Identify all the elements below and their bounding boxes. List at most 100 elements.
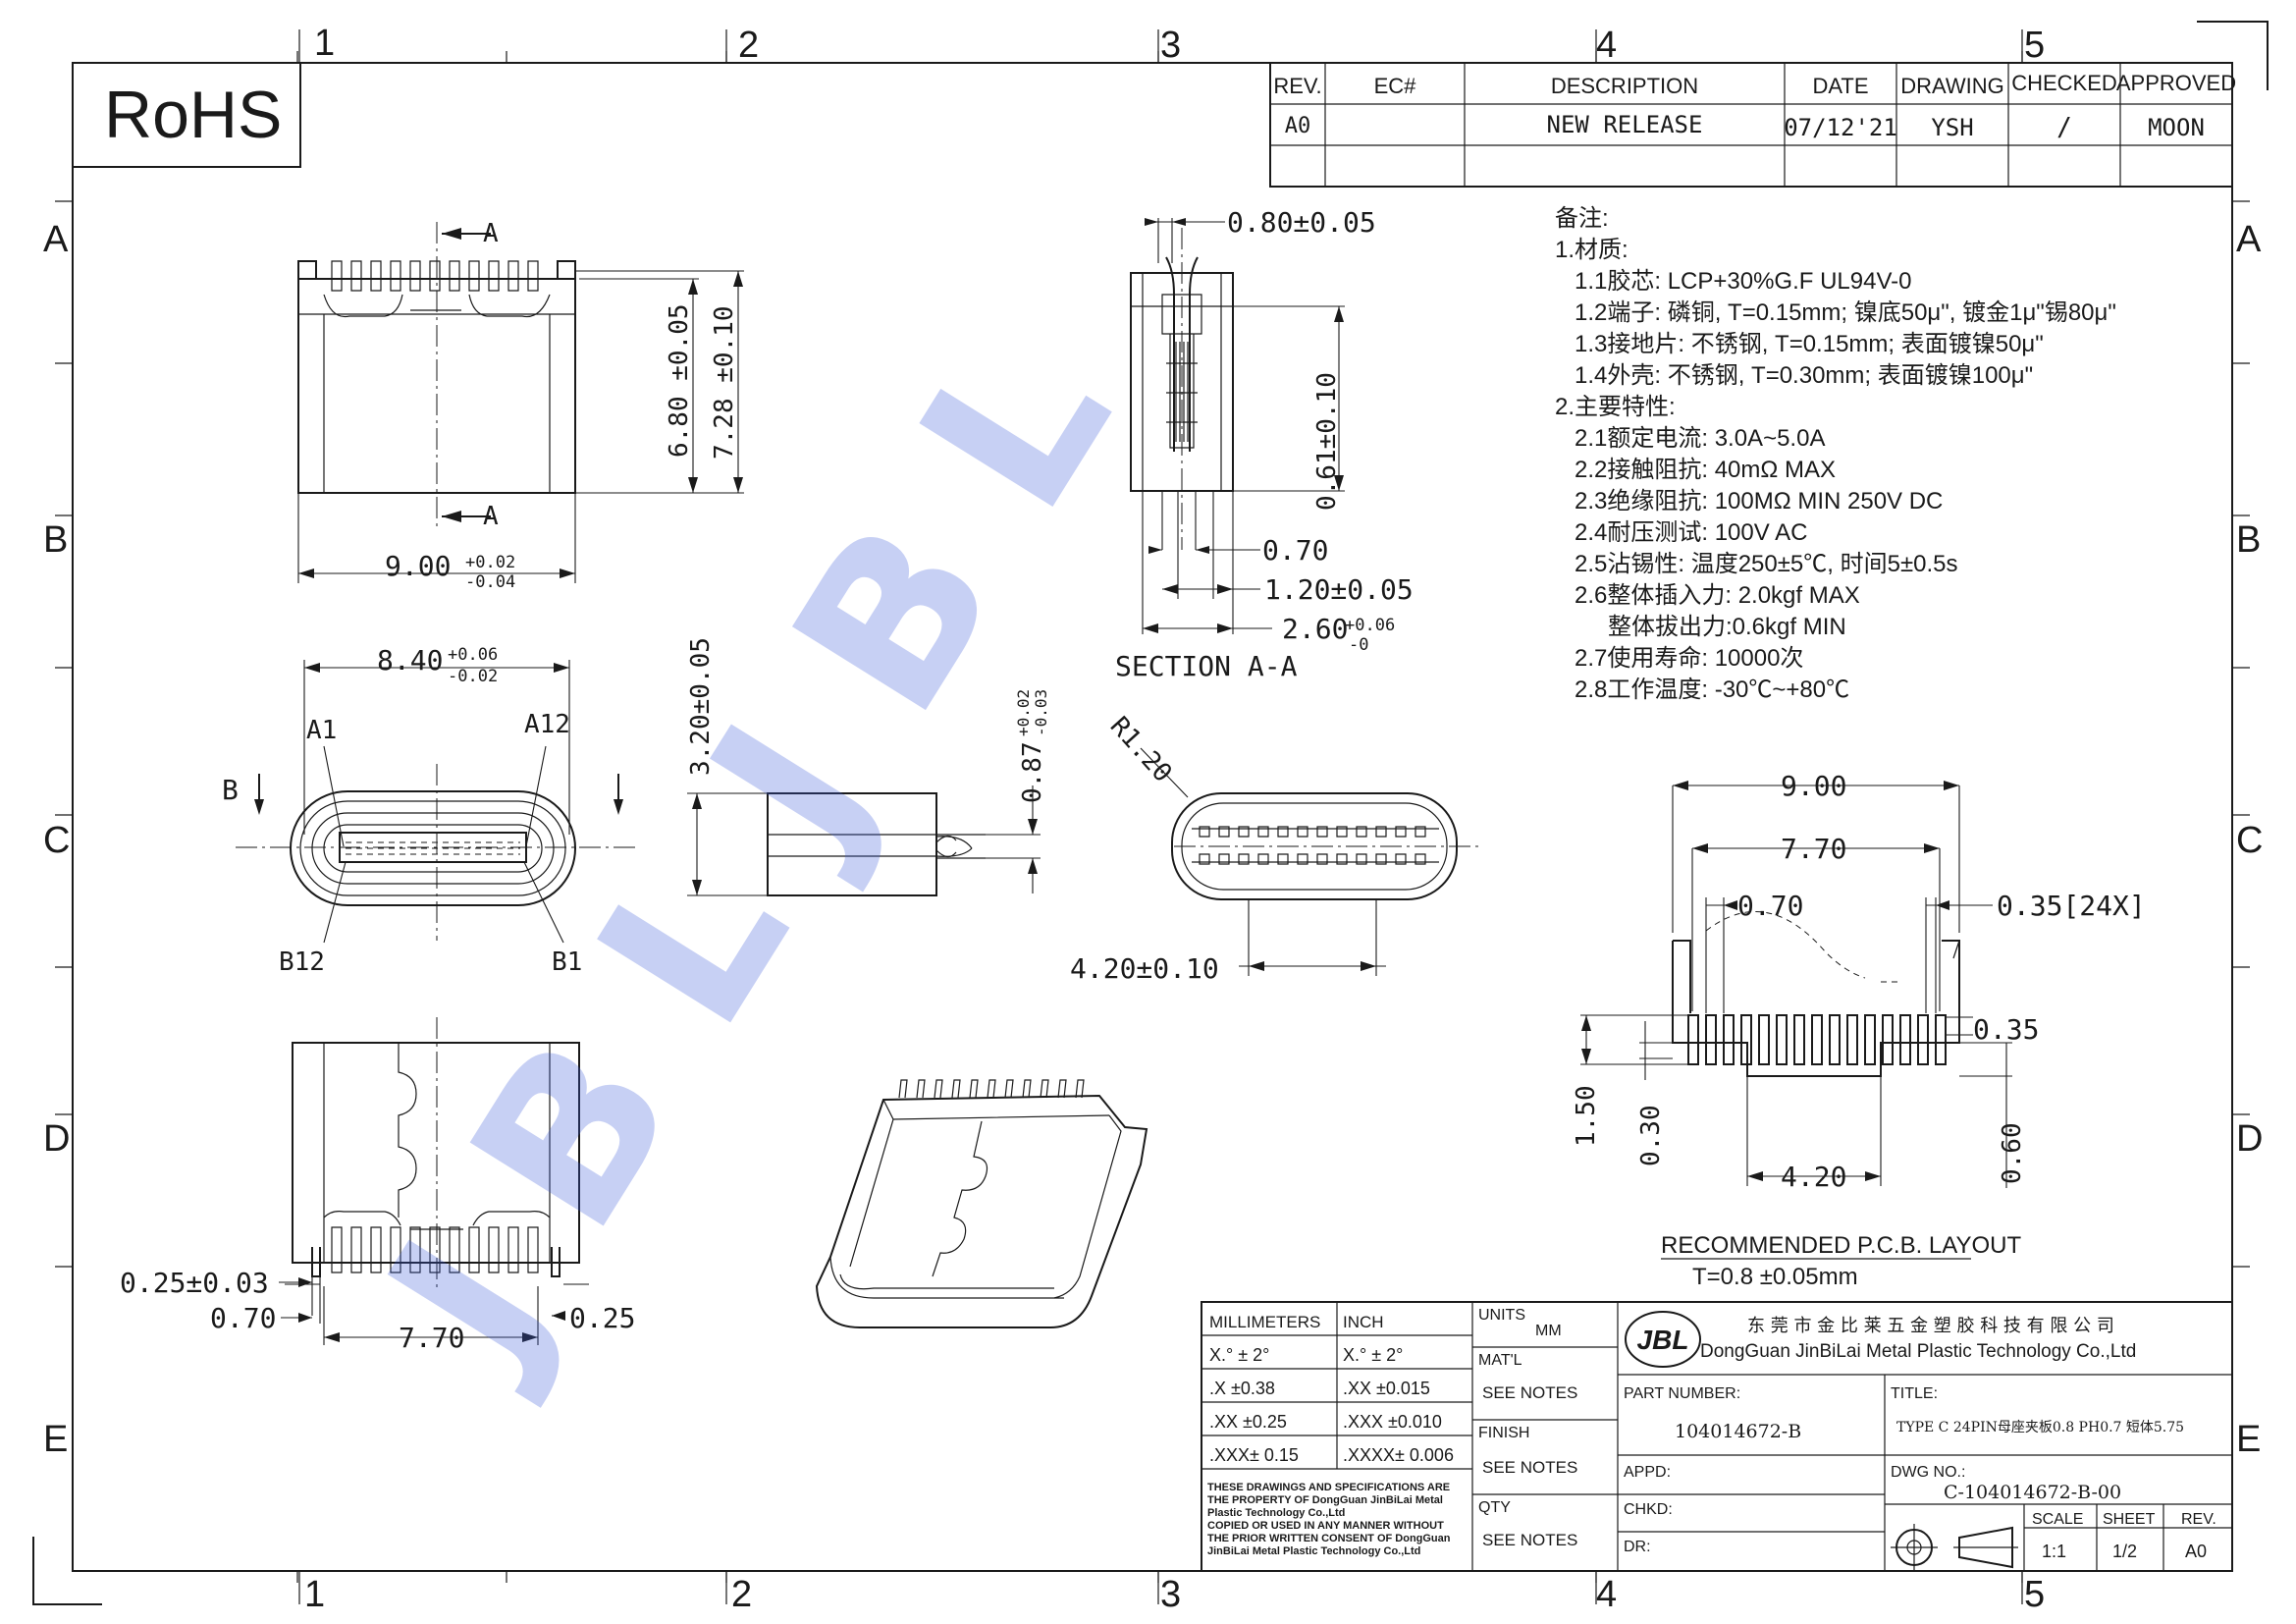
rev-header-description: DESCRIPTION: [1551, 74, 1698, 98]
finish-label: FINISH: [1478, 1425, 1529, 1441]
grid-col-4-bottom: 4: [1596, 1574, 1617, 1615]
property-notice-3: Plastic Technology Co.,Ltd: [1207, 1507, 1345, 1519]
grid-row-d-left: D: [43, 1118, 70, 1160]
face-detail-pins: [1192, 826, 1439, 865]
finish-value: SEE NOTES: [1482, 1458, 1577, 1477]
dim-7-28: 7.28 ±0.10: [710, 305, 739, 460]
notes-line-3: 1.2端子: 磷铜, T=0.15mm; 镍底50μ", 镀金1μ"锡80μ": [1575, 299, 2116, 326]
pcb-dim-0-70: 0.70: [1737, 890, 1803, 922]
rev-header-rev: REV.: [1273, 74, 1321, 98]
grid-row-e-right: E: [2236, 1419, 2261, 1460]
grid-col-2-top: 2: [738, 25, 759, 66]
section-mark-b: B: [222, 774, 239, 806]
tol-row1-mm: X.° ± 2°: [1209, 1345, 1269, 1365]
dim-0-87-tol-up: +0.02: [1014, 689, 1033, 736]
appd-label: APPD:: [1624, 1464, 1671, 1481]
dim-0-87: 0.87: [1018, 741, 1047, 803]
rev-row-drawing: YSH: [1931, 114, 1973, 141]
property-notice-2: THE PROPERTY OF DongGuan JinBiLai Metal: [1207, 1494, 1443, 1506]
pcb-dim-9-00: 9.00: [1781, 770, 1846, 802]
rev-row-date: 07/12'21: [1784, 114, 1897, 141]
bottom-view-pins: [331, 1226, 539, 1273]
top-view-pins: [331, 260, 539, 292]
grid-col-1-bottom: 1: [304, 1574, 325, 1615]
grid-row-a-right: A: [2236, 219, 2262, 260]
notes-line-15: 2.8工作温度: -30℃~+80℃: [1575, 677, 1849, 703]
pcb-dim-0-35-24x: 0.35[24X]: [1997, 890, 2146, 922]
dim-3-20: 3.20±0.05: [686, 637, 716, 776]
pcb-dim-1-50: 1.50: [1572, 1085, 1601, 1147]
notes-title: 备注:: [1555, 205, 1609, 232]
rev-header-ec: EC#: [1374, 74, 1417, 98]
grid-col-5-bottom: 5: [2024, 1574, 2045, 1615]
notes-line-1: 1.材质:: [1555, 237, 1629, 263]
notes-line-6: 2.主要特性:: [1555, 394, 1676, 420]
dim-9-00: 9.00: [385, 550, 451, 582]
notes-line-12: 2.6整体插入力: 2.0kgf MAX: [1575, 582, 1860, 609]
rev-row-description: NEW RELEASE: [1547, 111, 1703, 138]
dim-9-00-tol-up: +0.02: [465, 553, 515, 572]
notes-line-9: 2.3绝缘阻抗: 100MΩ MIN 250V DC: [1575, 488, 1943, 514]
scale-value: 1:1: [2042, 1542, 2066, 1561]
notes-line-14: 2.7使用寿命: 10000次: [1575, 645, 1803, 672]
property-notice-6: JinBiLai Metal Plastic Technology Co.,Lt…: [1207, 1545, 1420, 1557]
grid-labels: 1 2 3 4 5 1 2 3 4 5 A B C D E A B C D E: [43, 23, 2263, 1615]
title-value: TYPE C 24PIN母座夹板0.8 PH0.7 短体5.75: [1896, 1420, 2184, 1435]
company-logo: JBL: [1625, 1311, 1701, 1368]
title-block: MILLIMETERS INCH X.° ± 2° X.° ± 2° .X ±0…: [1201, 1301, 2233, 1572]
property-notice-5: THE PRIOR WRITTEN CONSENT OF DongGuan: [1207, 1533, 1451, 1544]
pcb-title: RECOMMENDED P.C.B. LAYOUT: [1661, 1232, 2022, 1259]
dim-0-25-right: 0.25: [569, 1302, 635, 1334]
pin-label-b12: B12: [279, 947, 325, 977]
pin-label-a12: A12: [524, 710, 570, 739]
grid-col-2-bottom: 2: [731, 1574, 752, 1615]
pcb-layout: 9.00 7.70 0.70 0.35[24X] 0.35 1.50 0.30 …: [1572, 770, 2146, 1290]
rev-label: REV.: [2181, 1511, 2216, 1528]
section-a-a-label: SECTION A-A: [1115, 650, 1298, 682]
notes-line-5: 1.4外壳: 不锈钢, T=0.30mm; 表面镀镍100μ": [1575, 362, 2033, 389]
pcb-dim-0-35: 0.35: [1973, 1013, 2039, 1046]
dim-0-70-bottom: 0.70: [210, 1302, 276, 1334]
part-number-value: 104014672-B: [1675, 1421, 1801, 1442]
dim-0-61: 0.61±0.10: [1312, 372, 1342, 511]
rev-value: A0: [2185, 1542, 2207, 1561]
scale-label: SCALE: [2032, 1511, 2083, 1528]
side-view: 3.20±0.05 0.87 +0.02 -0.03: [686, 637, 1050, 896]
dim-9-00-tol-dn: -0.04: [465, 572, 515, 592]
rev-row-approved: MOON: [2148, 114, 2205, 141]
tol-header-inch: INCH: [1343, 1313, 1384, 1331]
company-logo-text: JBL: [1637, 1325, 1689, 1355]
matl-value: SEE NOTES: [1482, 1383, 1577, 1402]
dim-8-40: 8.40: [377, 644, 443, 677]
dim-2-60: 2.60: [1282, 613, 1348, 645]
company-name-en: DongGuan JinBiLai Metal Plastic Technolo…: [1700, 1341, 2136, 1362]
qty-value: SEE NOTES: [1482, 1531, 1577, 1549]
tol-row3-inch: .XXX ±0.010: [1343, 1412, 1442, 1432]
sheet-value: 1/2: [2112, 1542, 2137, 1561]
pcb-thickness: T=0.8 ±0.05mm: [1692, 1264, 1858, 1290]
tol-row1-inch: X.° ± 2°: [1343, 1345, 1403, 1365]
notes-line-4: 1.3接地片: 不锈钢, T=0.15mm; 表面镀镍50μ": [1575, 331, 2044, 357]
top-view: A A 6.80 ±0.05 7.28 ±0.10 9.00 +0.02 -0.…: [297, 219, 744, 592]
dim-0-25-left: 0.25±0.03: [120, 1267, 269, 1299]
isometric-view: [815, 1079, 1148, 1328]
chkd-label: CHKD:: [1624, 1501, 1673, 1518]
section-a-a-view: 0.80±0.05 0.61±0.10 0.70 1.20±0.05 2.60 …: [1115, 206, 1414, 682]
notes-line-7: 2.1额定电流: 3.0A~5.0A: [1575, 425, 1825, 452]
tol-row4-inch: .XXXX± 0.006: [1343, 1445, 1454, 1465]
dwg-no-value: C-104014672-B-00: [1944, 1482, 2121, 1503]
qty-label: QTY: [1478, 1499, 1511, 1516]
dim-0-87-tol-dn: -0.03: [1032, 689, 1050, 736]
units-value: MM: [1535, 1323, 1562, 1339]
pcb-dim-0-60: 0.60: [1998, 1122, 2027, 1184]
projection-symbol-icon: [1891, 1524, 2018, 1571]
grid-col-4-top: 4: [1596, 25, 1617, 66]
property-notice-1: THESE DRAWINGS AND SPECIFICATIONS ARE: [1207, 1482, 1450, 1493]
drawing-frame: [32, 21, 2269, 1605]
grid-row-b-right: B: [2236, 519, 2261, 561]
section-mark-a-top: A: [483, 219, 499, 248]
dim-0-80: 0.80±0.05: [1227, 206, 1376, 239]
notes-block: 备注: 1.材质: 1.1胶芯: LCP+30%G.F UL94V-0 1.2端…: [1555, 205, 2116, 703]
pin-label-b1: B1: [552, 947, 582, 977]
